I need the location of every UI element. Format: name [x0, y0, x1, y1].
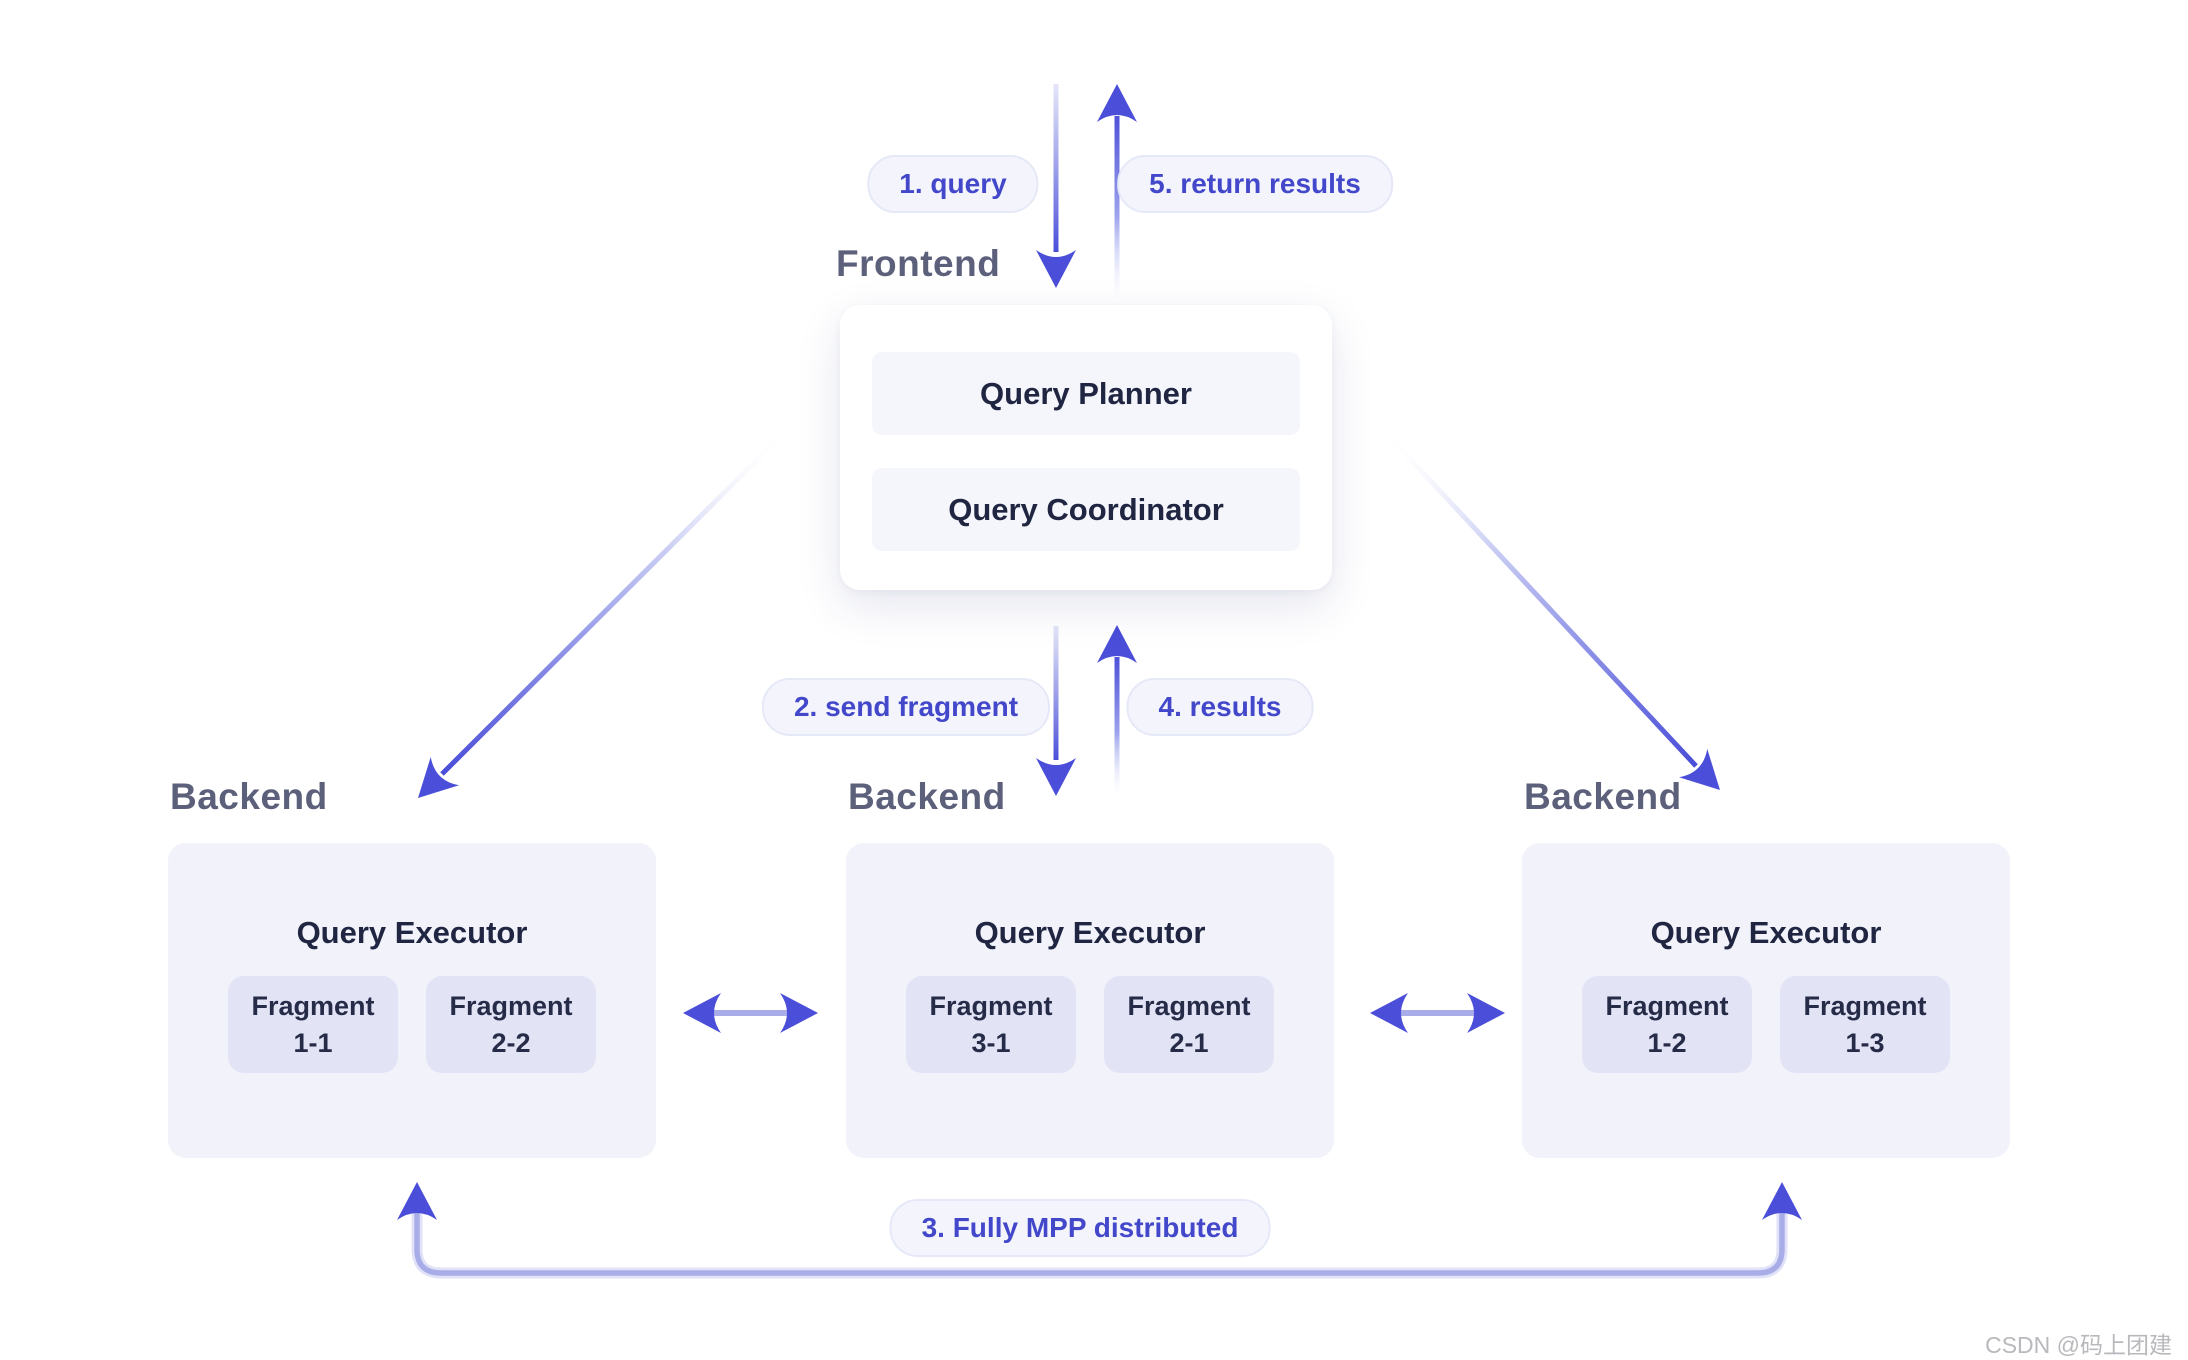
fragment-row: Fragment 1-1 Fragment 2-2	[168, 976, 656, 1073]
results-up-arrow-icon	[1097, 625, 1137, 797]
fragment-id: 1-2	[1647, 1027, 1687, 1058]
step-pill-mpp-distributed: 3. Fully MPP distributed	[889, 1199, 1271, 1257]
diagonal-arrow-left-icon	[403, 430, 787, 813]
query-coordinator-label: Query Coordinator	[948, 491, 1224, 527]
backend-card-middle: Query Executor Fragment 3-1 Fragment 2-1	[846, 843, 1334, 1158]
fragment-word: Fragment	[251, 990, 375, 1021]
step-pill-query-label: 1. query	[899, 168, 1007, 199]
fragment-word: Fragment	[1605, 990, 1729, 1021]
fragment-chip: Fragment 1-3	[1780, 976, 1950, 1073]
backend-exchange-arrow-left-icon	[683, 993, 818, 1033]
step-pill-results: 4. results	[1126, 678, 1314, 736]
step-pill-results-label: 4. results	[1158, 691, 1282, 722]
backend-card-left: Query Executor Fragment 1-1 Fragment 2-2	[168, 843, 656, 1158]
backend-exchange-arrow-right-icon	[1370, 993, 1505, 1033]
query-executor-title: Query Executor	[1650, 915, 1882, 950]
fragment-word: Fragment	[449, 990, 573, 1021]
fragment-chip: Fragment 2-2	[426, 976, 596, 1073]
fragment-word: Fragment	[929, 990, 1053, 1021]
step-pill-send-fragment-label: 2. send fragment	[793, 691, 1019, 722]
query-down-arrow-icon	[1036, 84, 1076, 288]
query-coordinator-box: Query Coordinator	[872, 468, 1300, 551]
return-results-up-arrow-icon	[1097, 84, 1137, 300]
frontend-card: Query Planner Query Coordinator	[840, 305, 1332, 590]
fragment-row: Fragment 1-2 Fragment 1-3	[1522, 976, 2010, 1073]
fragment-id: 2-1	[1169, 1027, 1209, 1058]
backend-right-label: Backend	[1524, 776, 1682, 817]
fragment-word: Fragment	[1127, 990, 1251, 1021]
step-pill-query: 1. query	[867, 155, 1039, 213]
diagonal-arrow-right-icon	[1383, 430, 1735, 805]
fragment-id: 1-1	[293, 1027, 333, 1058]
query-executor-title: Query Executor	[296, 915, 528, 950]
fragment-chip: Fragment 3-1	[906, 976, 1076, 1073]
query-planner-label: Query Planner	[980, 375, 1192, 411]
watermark: CSDN @码上团建	[1985, 1332, 2172, 1358]
step-pill-return-results: 5. return results	[1117, 155, 1393, 213]
fragment-chip: Fragment 1-1	[228, 976, 398, 1073]
backend-left-label: Backend	[170, 776, 328, 817]
fragment-chip: Fragment 1-2	[1582, 976, 1752, 1073]
fragment-id: 3-1	[971, 1027, 1011, 1058]
step-pill-mpp-distributed-label: 3. Fully MPP distributed	[921, 1212, 1239, 1243]
fragment-id: 2-2	[491, 1027, 531, 1058]
fragment-word: Fragment	[1803, 990, 1927, 1021]
backend-card-right: Query Executor Fragment 1-2 Fragment 1-3	[1522, 843, 2010, 1158]
fragment-row: Fragment 3-1 Fragment 2-1	[846, 976, 1334, 1073]
fragment-chip: Fragment 2-1	[1104, 976, 1274, 1073]
frontend-label: Frontend	[836, 243, 1001, 284]
step-pill-send-fragment: 2. send fragment	[761, 678, 1051, 736]
send-fragment-down-arrow-icon	[1036, 626, 1076, 796]
query-planner-box: Query Planner	[872, 352, 1300, 435]
fragment-id: 1-3	[1845, 1027, 1885, 1058]
step-pill-return-results-label: 5. return results	[1149, 168, 1361, 199]
query-executor-title: Query Executor	[974, 915, 1206, 950]
backend-middle-label: Backend	[848, 776, 1006, 817]
mpp-distributed-connector-icon	[397, 1182, 1802, 1279]
